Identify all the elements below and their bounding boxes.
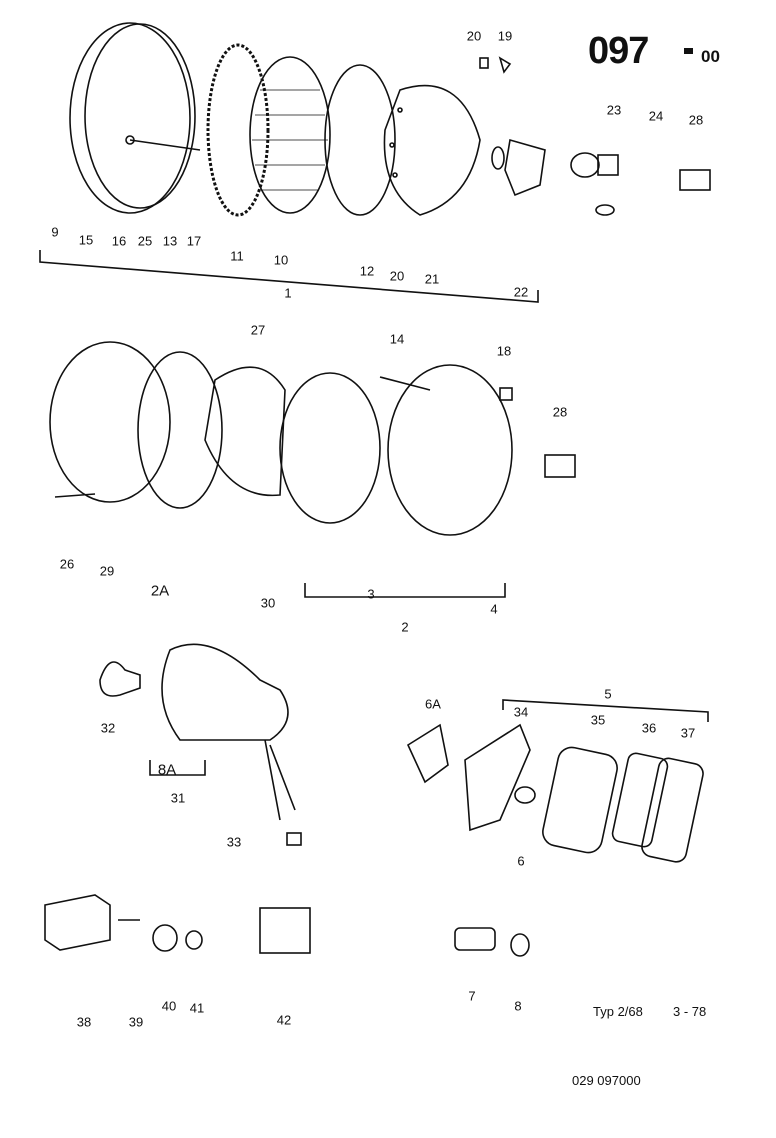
screw-14 <box>379 376 431 391</box>
callout: 2A <box>150 582 170 600</box>
callout: 18 <box>496 343 512 359</box>
bulb-24 <box>595 204 615 216</box>
callout: 33 <box>226 834 242 850</box>
callout: 37 <box>680 725 696 741</box>
housing-21 <box>383 84 481 216</box>
callout: 6A <box>425 696 441 712</box>
lens-36 <box>611 752 669 848</box>
bracket-2 <box>304 583 506 598</box>
callout: 20 <box>389 268 405 284</box>
callout: 9 <box>51 224 59 240</box>
screw-26 <box>54 493 96 498</box>
callout: 7 <box>468 988 476 1004</box>
frame-37 <box>641 757 704 863</box>
bulb-32 <box>99 661 141 697</box>
callout: 11 <box>230 248 244 264</box>
screw-13 <box>129 139 201 151</box>
bracket-31 <box>149 760 206 776</box>
callout: 22 <box>513 284 529 300</box>
callout: 12 <box>359 263 375 279</box>
fuse-box-38 <box>44 894 111 951</box>
callout: 29 <box>99 563 115 579</box>
headlight-rim-9 <box>69 22 196 214</box>
callout: 28 <box>688 112 704 128</box>
wiring <box>264 739 296 821</box>
callout: 20 <box>466 28 482 44</box>
seal-6a <box>406 723 449 784</box>
socket-22 <box>491 138 546 197</box>
gasket-35 <box>542 746 618 854</box>
callout: 25 <box>137 233 153 249</box>
screw-15 <box>125 135 135 145</box>
revision-date: 3 - 78 <box>673 1004 707 1019</box>
callout: 6 <box>517 853 525 869</box>
callout: 38 <box>76 1014 92 1030</box>
callout: 4 <box>490 601 498 617</box>
bulb-23 <box>570 152 619 178</box>
callout: 24 <box>648 108 664 124</box>
vehicle-type: Typ 2/68 <box>593 1004 643 1019</box>
bracket-5 <box>502 699 709 722</box>
mounting-housing-2 <box>387 364 513 536</box>
knob-40 <box>152 924 178 952</box>
illustration-code: 029 097000 <box>572 1073 641 1088</box>
sealed-beam-10 <box>249 56 331 214</box>
callout: 14 <box>389 331 405 347</box>
callout: 41 <box>189 1000 205 1016</box>
trim-ring-2a <box>137 351 223 509</box>
callout: 10 <box>273 252 289 268</box>
callout: 40 <box>161 998 177 1014</box>
callout: 8 <box>514 998 522 1014</box>
callout: 26 <box>59 556 75 572</box>
callout: 1 <box>284 285 292 301</box>
callout: 36 <box>641 720 657 736</box>
callout: 35 <box>590 712 606 728</box>
callout: 5 <box>604 686 612 702</box>
title-dash <box>684 48 693 54</box>
callout: 32 <box>100 720 116 736</box>
bulb-6 <box>514 786 536 804</box>
callout: 13 <box>162 233 178 249</box>
connector-28 <box>679 169 711 191</box>
callout: 2 <box>401 619 409 635</box>
switch-7 <box>454 927 496 951</box>
callout: 42 <box>276 1012 292 1028</box>
connector-28b <box>544 454 576 478</box>
part-19 <box>498 56 512 74</box>
subgroup-number: 00 <box>701 47 720 66</box>
callout: 3 <box>367 586 375 602</box>
callout: 27 <box>250 322 266 338</box>
callout: 21 <box>424 271 440 287</box>
clip-18 <box>499 387 513 401</box>
ring-27 <box>204 366 286 497</box>
callout: 15 <box>78 232 94 248</box>
callout: 31 <box>170 790 186 806</box>
callout: 16 <box>111 233 127 249</box>
callout: 23 <box>606 102 622 118</box>
ring-8 <box>510 933 530 957</box>
relay-42 <box>259 907 311 954</box>
part-20 <box>479 57 489 69</box>
nut-41 <box>185 930 203 950</box>
seal-ring-11 <box>206 43 270 217</box>
callout: 8A <box>157 761 177 779</box>
callout: 19 <box>497 28 513 44</box>
retaining-ring-12 <box>324 64 396 216</box>
lamp-base-34 <box>464 723 531 832</box>
callout: 17 <box>186 233 202 249</box>
callout: 34 <box>513 704 529 720</box>
callout: 28 <box>552 404 568 420</box>
grommet-33 <box>286 832 302 846</box>
callout: 30 <box>260 595 276 611</box>
bracket-1 <box>39 250 539 303</box>
headlight-rim-29 <box>49 341 171 503</box>
adjust-ring-2 <box>279 372 381 524</box>
group-number: 097 <box>588 30 649 72</box>
callout: 39 <box>128 1014 144 1030</box>
lamp-housing-31 <box>161 643 289 741</box>
